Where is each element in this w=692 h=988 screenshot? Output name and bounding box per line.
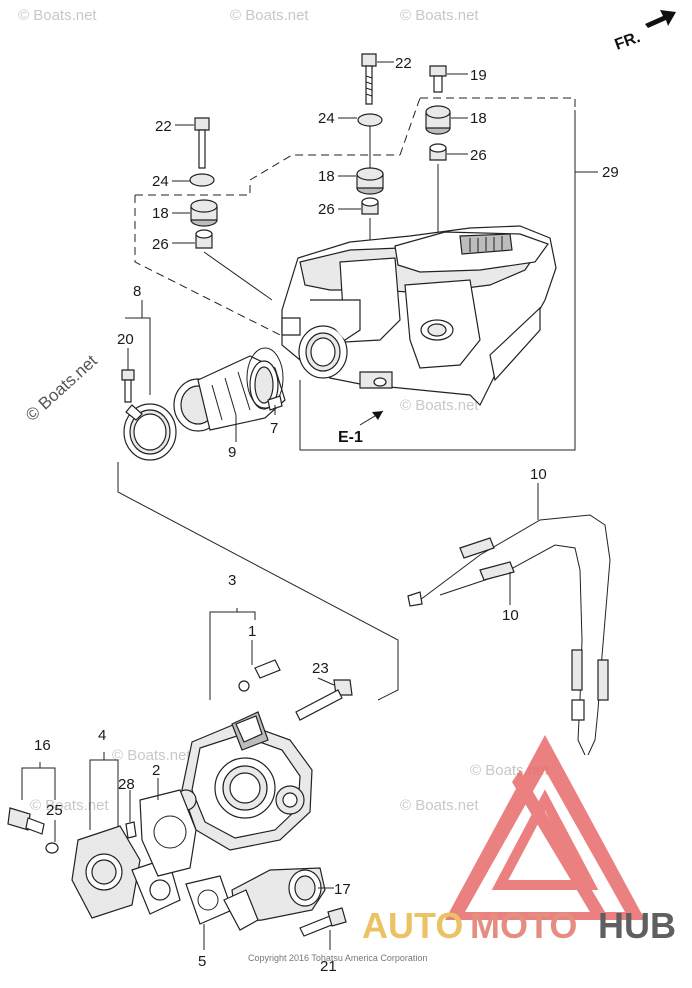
logo-triangle-icon [445, 735, 645, 920]
bolt-21 [299, 907, 347, 937]
watermark-main: © Boats.net [22, 351, 101, 425]
front-direction-indicator: FR. [613, 10, 676, 54]
callout-10-bottom: 10 [502, 607, 519, 624]
washer-24-top [357, 113, 383, 127]
connector-line [117, 462, 399, 701]
clamp-7 [246, 347, 284, 411]
callout-1: 1 [248, 623, 256, 640]
screw-1 [238, 659, 281, 692]
callout-22-top: 22 [395, 55, 412, 72]
bracket-3 [209, 608, 256, 700]
callout-22-left: 22 [155, 118, 172, 135]
watermark-5: © Boats.net [400, 797, 479, 814]
sensor-16 [7, 762, 59, 854]
callout-18-right: 18 [470, 110, 487, 127]
throttle-body [175, 711, 313, 851]
callout-2: 2 [152, 762, 160, 779]
callout-18-left: 18 [152, 205, 169, 222]
callouts: 22 19 24 18 26 29 22 18 26 24 18 26 8 20… [34, 55, 619, 975]
bracket-29 [299, 110, 576, 451]
bracket-8 [125, 300, 151, 395]
grommet-18-right [425, 105, 451, 135]
callout-26-left: 26 [152, 236, 169, 253]
idle-air-valve-17 [223, 867, 326, 931]
collar-26-right [429, 143, 447, 161]
automotohub-logo: AUTO MOTO HUB [362, 735, 676, 946]
logo-text-hub: HUB [598, 905, 676, 946]
collar-26-left [195, 229, 213, 249]
callout-8: 8 [133, 283, 141, 300]
copyright-text: Copyright 2016 Tohatsu America Corporati… [248, 953, 427, 963]
throttle-cables-10 [407, 514, 611, 756]
front-arrow-icon [645, 10, 676, 28]
watermark-4: © Boats.net [400, 397, 479, 414]
callout-25: 25 [46, 802, 63, 819]
group-bracket [134, 97, 576, 346]
section-ref-e1: E-1 [338, 410, 384, 446]
intake-duct-9 [173, 355, 286, 432]
callout-16: 16 [34, 737, 51, 754]
grommet-18-left [190, 199, 218, 227]
collar-26-center [361, 197, 379, 215]
o-ring-25 [45, 842, 59, 854]
grommet-18-center [356, 167, 384, 195]
intake-silencer [281, 225, 557, 407]
watermark-7: © Boats.net [30, 797, 109, 814]
gasket-2 [139, 789, 197, 877]
watermark-2: © Boats.net [230, 7, 309, 24]
watermark-1: © Boats.net [18, 7, 97, 24]
watermark-3: © Boats.net [400, 7, 479, 24]
bolt-22-top [361, 53, 377, 105]
callout-29: 29 [602, 164, 619, 181]
section-ref-label: E-1 [338, 429, 363, 446]
callout-4: 4 [98, 727, 106, 744]
clamp-8 [123, 403, 177, 461]
callout-24-left: 24 [152, 173, 169, 190]
front-label: FR. [613, 29, 643, 54]
callout-23: 23 [312, 660, 329, 677]
bracket-4 [89, 752, 119, 830]
callout-10-top: 10 [530, 466, 547, 483]
callout-26-right: 26 [470, 147, 487, 164]
callout-28: 28 [118, 776, 135, 793]
callout-5: 5 [198, 953, 206, 970]
bolt-19 [429, 65, 447, 93]
washer-24-left [189, 173, 215, 187]
watermarks: © Boats.net © Boats.net © Boats.net © Bo… [18, 7, 549, 814]
logo-text-auto: AUTO [362, 905, 463, 946]
watermark-8: © Boats.net [112, 747, 191, 764]
screw-20 [121, 369, 135, 403]
bolt-22-left [194, 117, 210, 169]
callout-3: 3 [228, 572, 236, 589]
callout-17: 17 [334, 881, 351, 898]
pin-28 [125, 821, 137, 839]
callout-21: 21 [320, 958, 337, 975]
callout-18-center: 18 [318, 168, 335, 185]
callout-19: 19 [470, 67, 487, 84]
callout-9: 9 [228, 444, 236, 461]
bolt-23 [295, 679, 353, 721]
callout-26-center: 26 [318, 201, 335, 218]
callout-20: 20 [117, 331, 134, 348]
callout-7: 7 [270, 420, 278, 437]
logo-text-moto: MOTO [470, 905, 577, 946]
callout-24-top: 24 [318, 110, 335, 127]
